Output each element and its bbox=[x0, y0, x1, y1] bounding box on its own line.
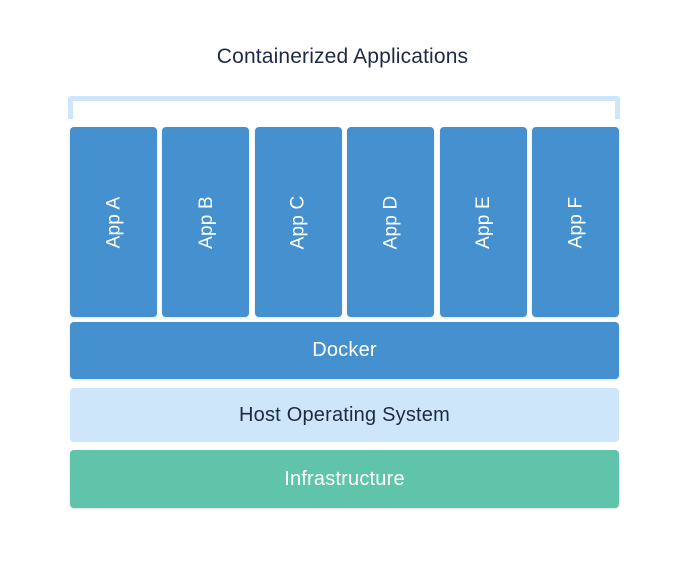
app-box-b[interactable]: App B bbox=[162, 127, 250, 317]
layer-infrastructure[interactable]: Infrastructure bbox=[70, 450, 619, 508]
app-box-e[interactable]: App E bbox=[439, 127, 527, 317]
app-box-label: App E bbox=[472, 195, 494, 249]
diagram-title: Containerized Applications bbox=[216, 45, 469, 68]
app-box-d[interactable]: App D bbox=[347, 127, 435, 317]
layer-docker[interactable]: Docker bbox=[70, 322, 619, 379]
app-box-label: App A bbox=[103, 196, 124, 248]
app-box-label: App B bbox=[195, 195, 217, 249]
app-box-a[interactable]: App A bbox=[70, 127, 157, 317]
app-box-c[interactable]: App C bbox=[254, 127, 342, 317]
app-box-label: App D bbox=[380, 195, 402, 249]
layer-host-operating-system[interactable]: Host Operating System bbox=[70, 388, 619, 442]
app-box-label: App F bbox=[564, 196, 586, 248]
containerized-applications-bracket bbox=[68, 96, 620, 119]
application-container-row: App A App B App C App D App E App F bbox=[70, 127, 619, 317]
app-box-label: App C bbox=[287, 195, 309, 249]
app-box-f[interactable]: App F bbox=[531, 127, 619, 317]
